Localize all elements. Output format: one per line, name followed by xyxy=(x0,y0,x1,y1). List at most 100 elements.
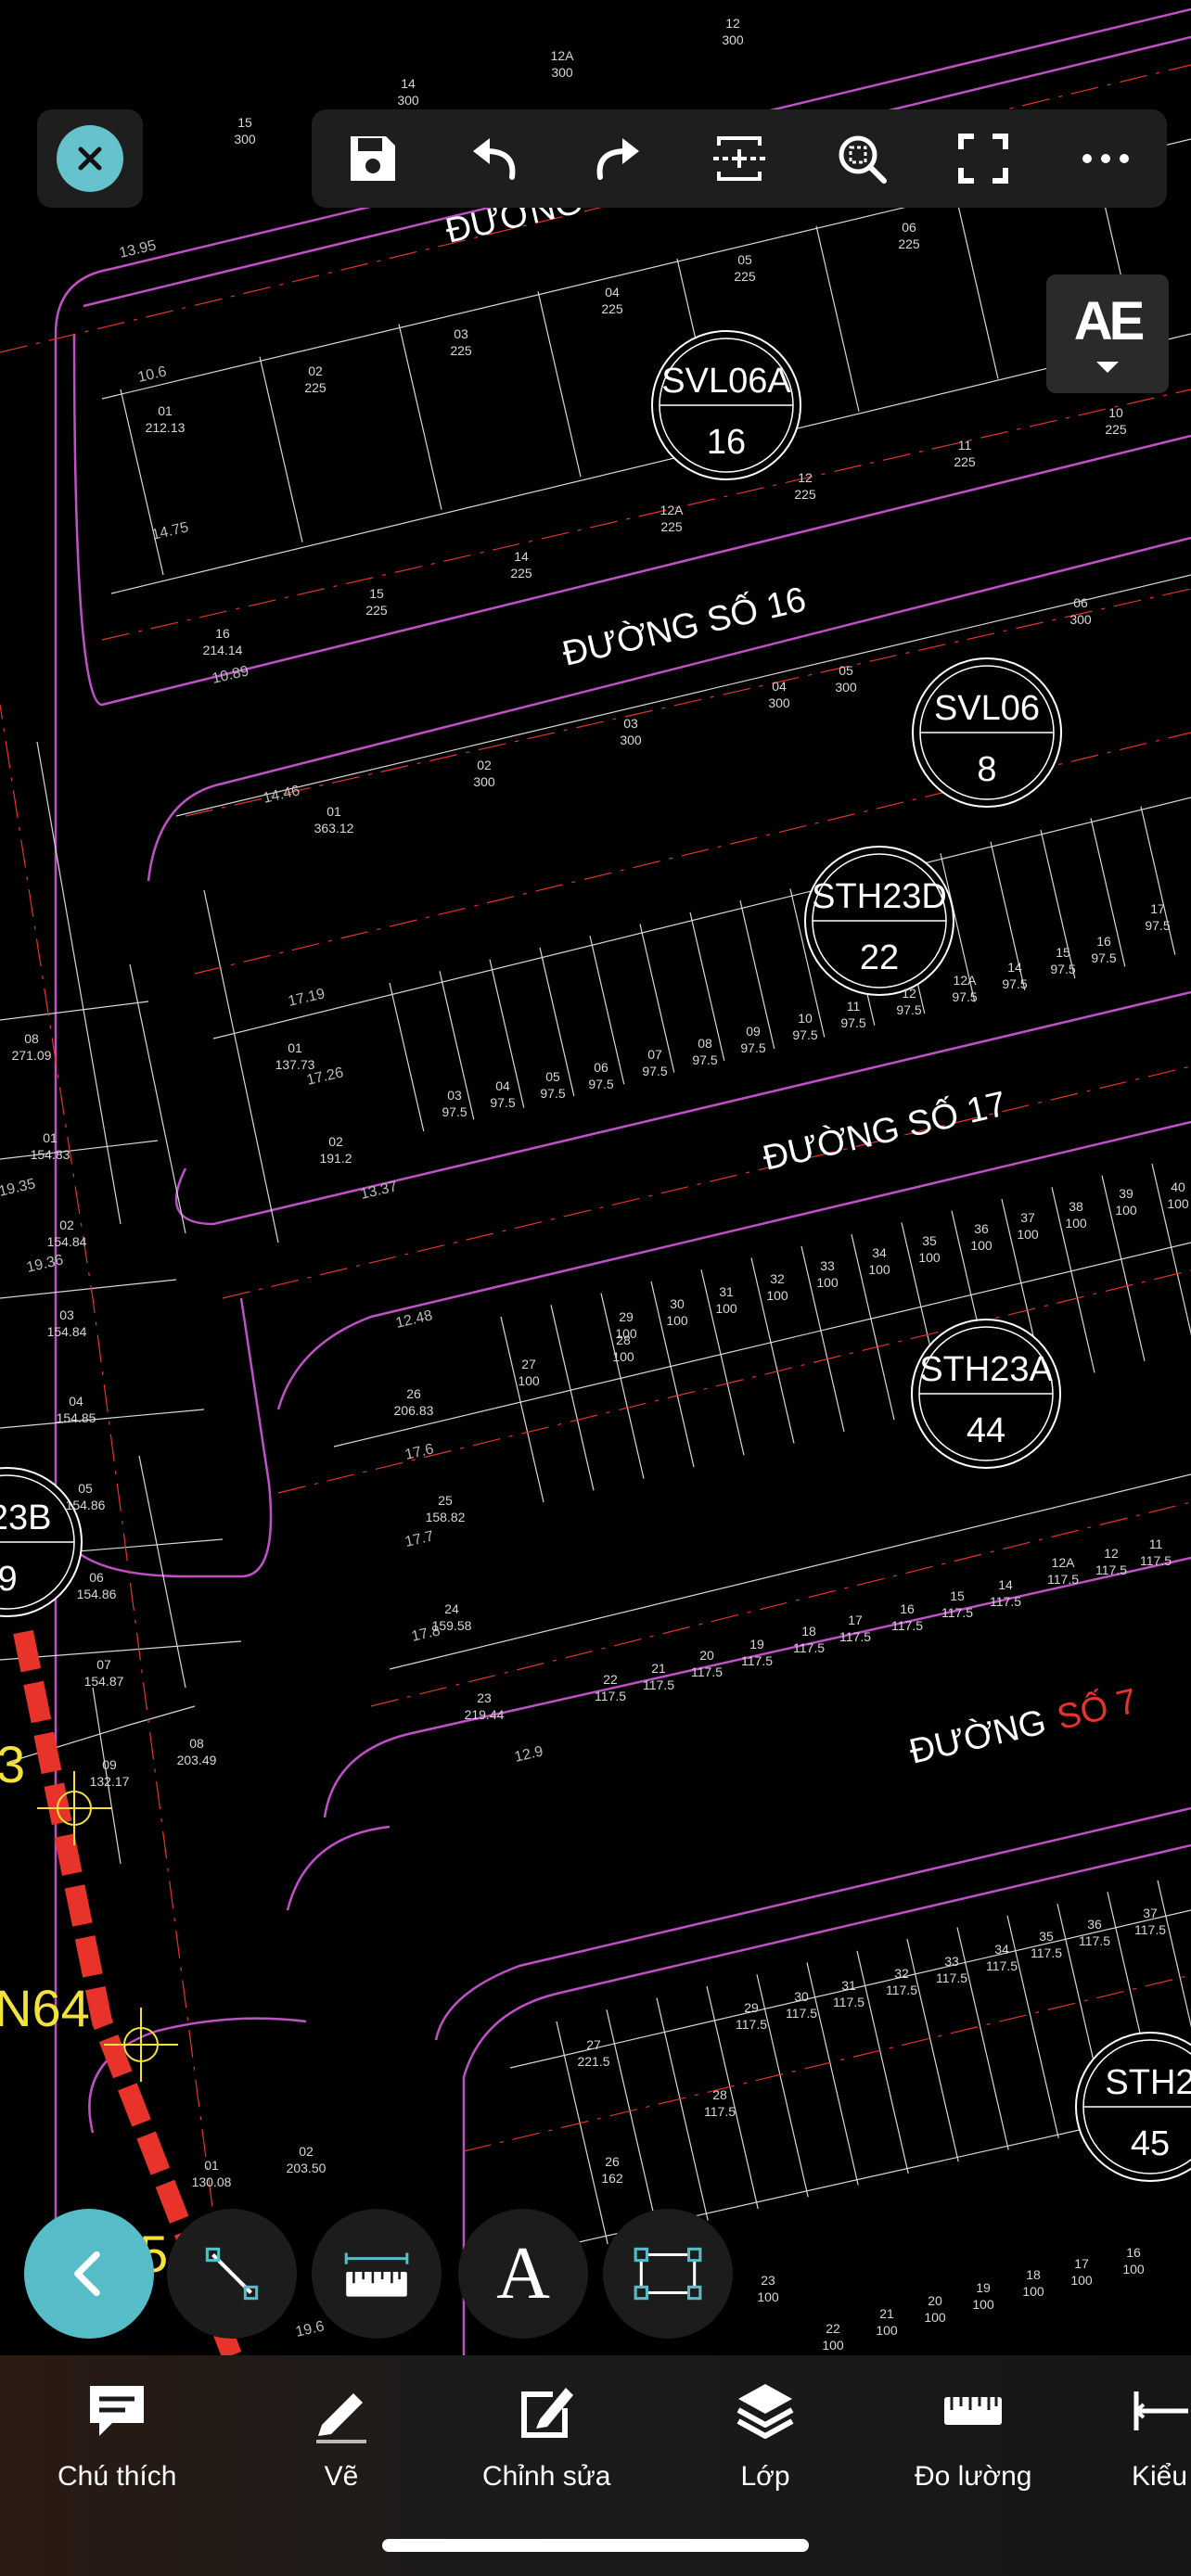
tab-style[interactable]: Kiểu xyxy=(1122,2374,1191,2522)
block-badge[interactable]: STH23D 22 xyxy=(804,846,954,996)
dropdown-triangle-icon xyxy=(1096,362,1119,373)
save-icon xyxy=(350,136,395,181)
ruler-dimension-icon xyxy=(344,2252,409,2297)
more-icon xyxy=(1082,154,1130,163)
text-tool-button[interactable]: A xyxy=(458,2209,588,2339)
zoom-extents-button[interactable] xyxy=(817,114,906,203)
undo-button[interactable] xyxy=(451,114,540,203)
fullscreen-button[interactable] xyxy=(939,114,1028,203)
tab-annotation[interactable]: Chú thích xyxy=(58,2374,176,2522)
tab-layers-label: Lớp xyxy=(740,2461,790,2492)
chevron-left-icon xyxy=(74,2251,100,2297)
block-badge[interactable]: H23B9 xyxy=(0,1467,83,1617)
badge-number: 22 xyxy=(860,938,899,977)
tab-measure[interactable]: Đo lường xyxy=(915,2374,1031,2522)
tab-edit[interactable]: Chỉnh sửa xyxy=(482,2374,611,2522)
crop-icon xyxy=(712,136,765,181)
close-button[interactable] xyxy=(57,125,123,192)
rectangle-tool-button[interactable] xyxy=(603,2209,733,2339)
crop-button[interactable] xyxy=(695,114,784,203)
back-button[interactable] xyxy=(24,2209,154,2339)
tab-style-label: Kiểu xyxy=(1131,2461,1188,2492)
line-tool-button[interactable] xyxy=(167,2209,297,2339)
badge-number: 8 xyxy=(977,750,996,789)
dimension-label: 12.9 xyxy=(513,1743,544,1766)
dimension-label: 19.6 xyxy=(294,2318,326,2340)
tab-measure-label: Đo lường xyxy=(915,2461,1032,2492)
more-button[interactable] xyxy=(1061,114,1150,203)
save-button[interactable] xyxy=(328,114,417,203)
comment-icon xyxy=(90,2386,145,2436)
close-button-container xyxy=(37,109,143,208)
badge-code: H23B xyxy=(0,1498,52,1537)
text-style-button[interactable]: AE xyxy=(1046,274,1169,393)
cad-drawing-canvas[interactable]: N64 3 5 ĐƯỜNG ĐƯỜNG SỐ 16 ĐƯỜNG SỐ 17 ĐƯ… xyxy=(0,0,1191,2355)
badge-code: STH23D xyxy=(812,877,947,916)
ruler-icon xyxy=(944,2397,1003,2425)
measure-tool-button[interactable] xyxy=(312,2209,442,2339)
undo-icon xyxy=(472,138,515,180)
tab-layers[interactable]: Lớp xyxy=(728,2374,802,2522)
tab-draw[interactable]: Vẽ xyxy=(304,2374,378,2522)
pencil-icon xyxy=(316,2393,366,2443)
zoom-extents-icon xyxy=(839,135,887,184)
redo-button[interactable] xyxy=(572,114,661,203)
dimension-label: 17.6 xyxy=(403,1441,435,1463)
badge-code: STH23A xyxy=(919,1350,1053,1389)
line-icon xyxy=(205,2247,259,2301)
